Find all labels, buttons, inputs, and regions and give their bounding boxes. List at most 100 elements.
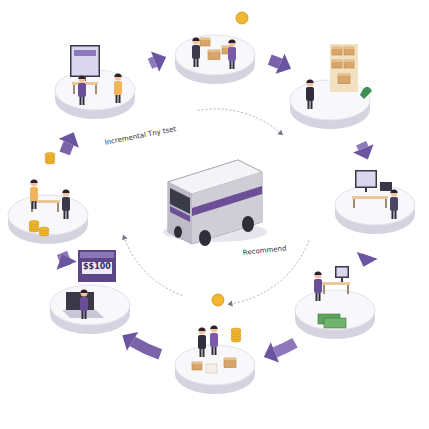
delivery-van (163, 160, 267, 246)
monitor (335, 266, 349, 278)
monitor-screen (357, 172, 376, 187)
person-leg (82, 310, 84, 319)
parcel-lid (332, 60, 342, 62)
inner-arc (125, 239, 182, 295)
person-leg (85, 310, 87, 319)
desk-leg (385, 199, 387, 208)
person-body (198, 335, 206, 349)
person-leg (80, 96, 82, 105)
inner-arrowhead (227, 301, 232, 307)
platform (295, 266, 375, 339)
person-leg (67, 210, 69, 219)
coin-stack (39, 227, 49, 231)
person-leg (32, 200, 34, 209)
ring-arc (361, 143, 363, 148)
monitor-screen (72, 47, 99, 76)
person-leg (119, 94, 121, 103)
person-hair (114, 73, 121, 77)
platform-top (295, 290, 375, 330)
parcel-lid (338, 74, 350, 76)
flow-label: Recommend (242, 245, 288, 257)
person-leg (116, 94, 118, 103)
coin-stack (231, 328, 241, 332)
cash-stack (324, 318, 346, 328)
parcel-box (338, 74, 350, 84)
crate (206, 364, 217, 373)
person-leg (319, 292, 321, 301)
parcel-box (200, 38, 210, 46)
person-body (80, 297, 88, 311)
ring-arrowhead (59, 132, 79, 147)
person-body (210, 333, 218, 347)
person-leg (194, 58, 196, 67)
person-head (229, 40, 236, 47)
platform (175, 12, 255, 84)
platform (175, 294, 255, 394)
parcel-lid (224, 358, 236, 360)
person-leg (311, 100, 313, 109)
desk-top (352, 196, 388, 199)
desk-leg (73, 85, 75, 94)
laptop-base (62, 310, 104, 318)
desk-leg (323, 285, 325, 294)
person-leg (230, 60, 232, 69)
person-hair (30, 179, 37, 183)
person-body (114, 81, 122, 95)
flow-label: Incremental Tny tset (103, 126, 178, 148)
desk-leg (353, 199, 355, 208)
ring-arrowhead (56, 255, 76, 270)
person-body (192, 45, 200, 59)
monitor (355, 170, 377, 188)
person-leg (233, 60, 235, 69)
person-body (62, 197, 70, 211)
platform-top (8, 195, 88, 235)
person-hair (210, 325, 217, 329)
parcel-lid (208, 50, 220, 52)
person-leg (395, 210, 397, 219)
platform-top (50, 285, 130, 325)
person-leg (200, 348, 202, 357)
person-head (391, 190, 398, 197)
person-head (211, 326, 218, 333)
parcel-box (344, 47, 354, 55)
person-leg (308, 100, 310, 109)
dollar-coin (212, 294, 224, 306)
person-leg (316, 292, 318, 301)
person-hair (314, 271, 321, 275)
price-sign (78, 250, 116, 282)
plant (360, 87, 372, 99)
person-hair (192, 37, 199, 41)
platform-top (175, 35, 255, 75)
parcel-lid (344, 47, 354, 49)
person-head (79, 76, 86, 83)
person-leg (392, 210, 394, 219)
parcel-box (224, 358, 236, 368)
person-body (228, 47, 236, 61)
ring-arrowhead (264, 342, 279, 362)
person-hair (62, 189, 69, 193)
ring-arrowhead (276, 54, 291, 74)
ring-arc (275, 343, 295, 353)
platform (335, 170, 415, 234)
inner-arc (198, 109, 280, 132)
parcel-lid (332, 47, 342, 49)
person-hair (390, 189, 397, 193)
person-leg (197, 58, 199, 67)
ring-arrowhead (151, 51, 166, 71)
person-hair (78, 75, 85, 79)
person-head (199, 328, 206, 335)
person-hair (306, 79, 313, 83)
person-leg (35, 200, 37, 209)
parcel-lid (344, 60, 354, 62)
ring-arrowhead (353, 144, 373, 159)
monitor (70, 45, 100, 77)
person-head (315, 272, 322, 279)
person-leg (64, 210, 66, 219)
screen-bar (74, 50, 96, 56)
ring-arc (270, 60, 280, 64)
platform (50, 250, 130, 334)
person-hair (198, 327, 205, 331)
shelf-unit (330, 44, 358, 92)
sign-price: $$100 (83, 263, 111, 272)
